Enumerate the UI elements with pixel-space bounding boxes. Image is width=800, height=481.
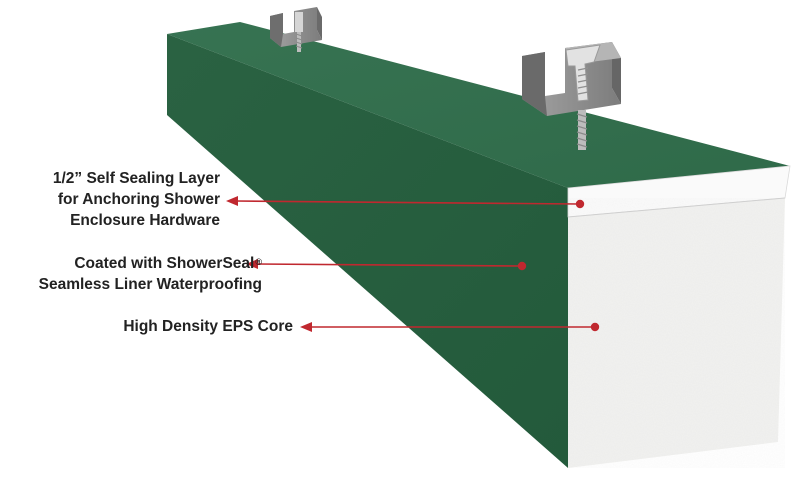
callout-arrow-sealing-layer — [226, 196, 585, 209]
callout-showerseal-coating: Coated with ShowerSeal® Seamless Liner W… — [39, 253, 262, 295]
callout-line: Coated with ShowerSeal® — [39, 253, 262, 274]
callout-text: Coated with ShowerSeal — [74, 255, 255, 272]
hardware-clip-icon — [270, 7, 322, 52]
callout-line: Enclosure Hardware — [70, 212, 220, 229]
eps-core — [568, 198, 785, 468]
callout-line: Seamless Liner Waterproofing — [38, 276, 262, 293]
screw-icon — [565, 44, 601, 150]
callout-eps-core: High Density EPS Core — [123, 316, 293, 337]
registered-mark: ® — [255, 257, 262, 267]
callout-line: for Anchoring Shower — [57, 191, 220, 208]
callout-line: High Density EPS Core — [123, 318, 293, 335]
callout-self-sealing-layer: 1/2” Self Sealing Layer for Anchoring Sh… — [53, 168, 220, 231]
hardware-clip-icon — [522, 42, 621, 150]
callout-arrow-eps-core — [300, 322, 600, 332]
curb-side-face — [167, 34, 568, 468]
callout-line: 1/2” Self Sealing Layer — [52, 170, 220, 187]
curb-top-face — [167, 22, 790, 188]
screw-icon — [295, 12, 303, 52]
callout-arrow-showerseal — [246, 259, 527, 271]
